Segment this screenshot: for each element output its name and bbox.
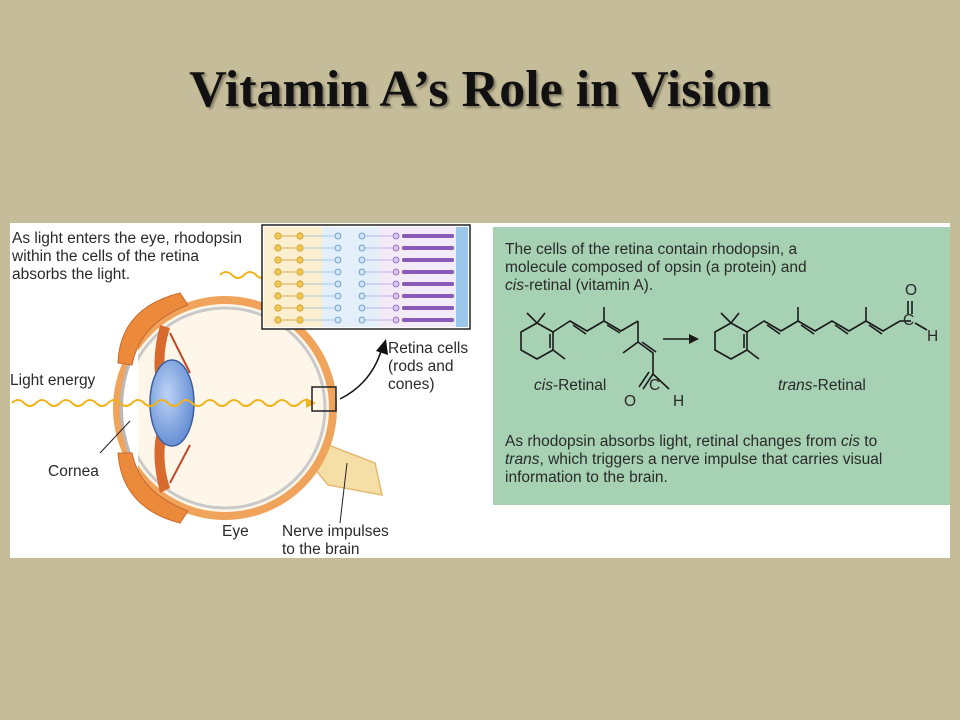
amacrine-cell <box>358 256 366 264</box>
cornea-label: Cornea <box>48 463 99 480</box>
cis-term: cis <box>505 277 524 294</box>
chem-desc-line3: cis-retinal (vitamin A). <box>505 277 653 295</box>
eye-intro-line3: absorbs the light. <box>12 266 131 283</box>
chem-desc-line2: molecule composed of opsin (a protein) a… <box>505 259 807 276</box>
horizontal-cell <box>334 304 342 312</box>
light-ray <box>11 399 313 407</box>
result-line2-rest: , which triggers a nerve impulse that ca… <box>539 451 883 468</box>
retina-cells <box>274 232 454 324</box>
amacrine-cell <box>358 316 366 324</box>
horizontal-cell <box>334 244 342 252</box>
eye-intro-line1: As light enters the eye, rhodopsin <box>12 230 243 247</box>
photoreceptor-nucleus <box>392 292 400 300</box>
trans-atom-c: C <box>903 312 915 329</box>
trans-atom-h: H <box>927 328 939 345</box>
result-cis: cis <box>841 433 860 450</box>
rod-cell <box>402 270 454 274</box>
cis-retinal-label: cis-Retinal <box>534 377 606 395</box>
retina-inset <box>261 224 471 330</box>
cis-atom-o: O <box>624 393 637 410</box>
bipolar-cell <box>296 280 304 288</box>
photoreceptor-nucleus <box>392 304 400 312</box>
eyeball <box>113 296 337 520</box>
rod-cell <box>402 282 454 286</box>
ganglion-cell <box>274 280 282 288</box>
chem-desc-line3-rest: -retinal (vitamin A). <box>523 277 654 294</box>
result-line1-b: to <box>859 433 878 450</box>
rod-cell <box>402 246 454 250</box>
horizontal-cell <box>334 280 342 288</box>
cis-atom-c: C <box>649 377 661 394</box>
ganglion-cell <box>274 244 282 252</box>
retina-cells-label-3: cones) <box>388 376 435 393</box>
retinal-structures <box>520 301 928 390</box>
amacrine-cell <box>358 292 366 300</box>
result-line3: information to the brain. <box>505 469 668 486</box>
nerve-label-1: Nerve impulses <box>282 523 389 540</box>
ganglion-cell <box>274 304 282 312</box>
trans-rest: -Retinal <box>812 377 866 394</box>
chem-desc-line1: The cells of the retina contain rhodopsi… <box>505 241 798 258</box>
bipolar-cell <box>296 232 304 240</box>
amacrine-cell <box>358 232 366 240</box>
amacrine-cell <box>358 280 366 288</box>
eye-intro-line2: within the cells of the retina <box>12 248 199 265</box>
cis-italic: cis <box>534 377 553 394</box>
bipolar-cell <box>296 244 304 252</box>
rod-cell <box>402 306 454 310</box>
horizontal-cell <box>334 256 342 264</box>
result-line1: As rhodopsin absorbs light, retinal chan… <box>505 433 877 451</box>
horizontal-cell <box>334 316 342 324</box>
slide-title: Vitamin A’s Role in Vision <box>189 61 771 118</box>
photoreceptor-nucleus <box>392 256 400 264</box>
amacrine-cell <box>358 304 366 312</box>
result-line2: trans, which triggers a nerve impulse th… <box>505 451 882 469</box>
ganglion-cell <box>274 232 282 240</box>
bipolar-cell <box>296 316 304 324</box>
photoreceptor-nucleus <box>392 244 400 252</box>
lens <box>149 359 195 447</box>
result-trans: trans <box>505 451 540 468</box>
photoreceptor-nucleus <box>392 316 400 324</box>
chemistry-panel: The cells of the retina contain rhodopsi… <box>493 227 950 505</box>
bipolar-cell <box>296 304 304 312</box>
horizontal-cell <box>334 292 342 300</box>
eye-diagram <box>11 224 471 524</box>
retina-cells-label-2: (rods and <box>388 358 454 375</box>
amacrine-cell <box>358 268 366 276</box>
lower-muscle <box>117 452 189 524</box>
ganglion-cell <box>274 268 282 276</box>
ganglion-cell <box>274 316 282 324</box>
photoreceptor-nucleus <box>392 232 400 240</box>
nerve-label-2: to the brain <box>282 541 360 558</box>
light-energy-label: Light energy <box>10 372 96 389</box>
upper-muscle <box>117 292 189 366</box>
photoreceptor-nucleus <box>392 268 400 276</box>
rod-cell <box>402 234 454 238</box>
rod-cell <box>402 318 454 322</box>
bipolar-cell <box>296 268 304 276</box>
rod-cell <box>402 258 454 262</box>
bipolar-cell <box>296 292 304 300</box>
figure-panel: As light enters the eye, rhodopsin withi… <box>10 223 950 558</box>
trans-retinal-label: trans-Retinal <box>778 377 866 395</box>
trans-atom-o: O <box>905 282 918 299</box>
horizontal-cell <box>334 268 342 276</box>
ganglion-cell <box>274 292 282 300</box>
bipolar-cell <box>296 256 304 264</box>
cis-rest: -Retinal <box>552 377 607 394</box>
eye-label: Eye <box>222 523 249 540</box>
result-line1-a: As rhodopsin absorbs light, retinal chan… <box>505 433 842 450</box>
amacrine-cell <box>358 244 366 252</box>
horizontal-cell <box>334 232 342 240</box>
retina-cells-label-1: Retina cells <box>388 340 469 357</box>
photoreceptor-nucleus <box>392 280 400 288</box>
trans-italic: trans <box>778 377 813 394</box>
rod-cell <box>402 294 454 298</box>
cis-atom-h: H <box>673 393 685 410</box>
ganglion-cell <box>274 256 282 264</box>
